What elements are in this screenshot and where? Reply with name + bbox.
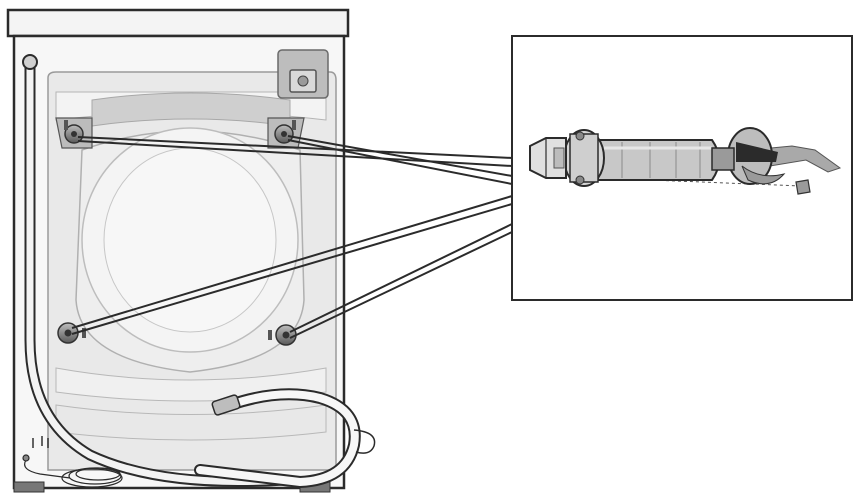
- transport-bolt-top-left: [55, 117, 93, 149]
- machine-top-lid: [6, 8, 350, 38]
- callout-box: [511, 35, 853, 301]
- bolt-shaft: [597, 139, 720, 181]
- inlet-hose-connector: [211, 394, 241, 416]
- drum-center: [103, 147, 277, 333]
- drain-hose-end: [22, 54, 38, 70]
- transport-bolt-top-right: [267, 117, 305, 149]
- spacer-piece: [795, 179, 811, 195]
- power-cord: [22, 454, 123, 488]
- lower-band-2: [55, 404, 327, 441]
- washing-machine: [6, 8, 350, 493]
- drain-hose: [22, 54, 291, 488]
- transport-bolt-bottom-right: [268, 324, 297, 346]
- bolt-detail-illustration: [529, 127, 842, 195]
- bolt-thread-end: [711, 147, 735, 171]
- vent-marks: [32, 436, 49, 448]
- inlet-hose: [194, 388, 376, 489]
- foot-left: [13, 481, 45, 493]
